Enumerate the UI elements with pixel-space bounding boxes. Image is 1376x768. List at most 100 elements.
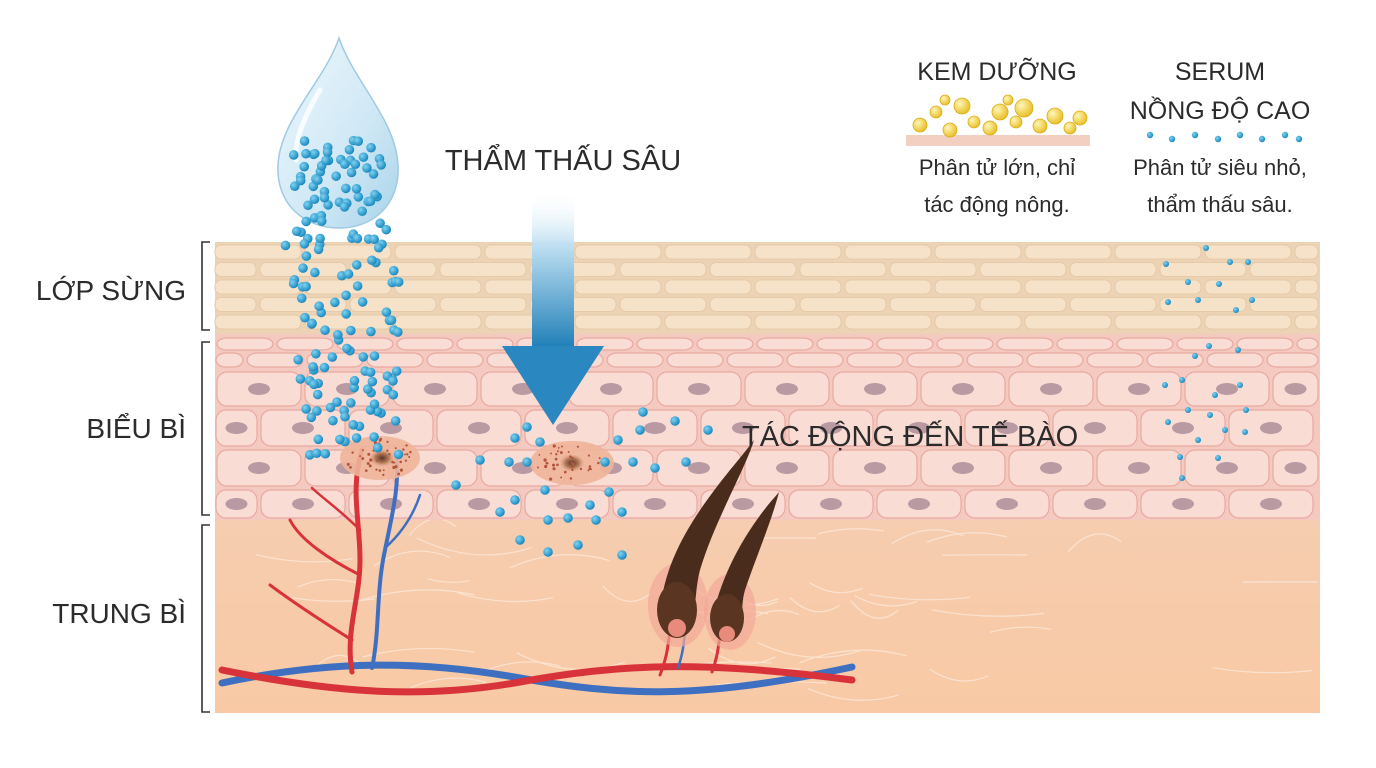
serum-particle xyxy=(317,216,327,226)
cream-legend-graphic xyxy=(906,95,1090,146)
serum-particle xyxy=(353,136,363,146)
serum-particle xyxy=(312,448,322,458)
serum-particle xyxy=(522,457,532,467)
cell-speckle xyxy=(577,446,579,448)
cell-nucleus xyxy=(1128,383,1150,395)
serum-particle xyxy=(366,327,376,337)
cell-nucleus xyxy=(226,422,248,434)
cell-nucleus xyxy=(556,422,578,434)
legend-serum-title-1: SERUM xyxy=(1175,58,1265,86)
serum-particle xyxy=(357,206,367,216)
corneum-cell xyxy=(755,315,841,329)
hair-papilla-1 xyxy=(668,619,686,637)
cell-speckle xyxy=(409,451,411,453)
cell-speckle xyxy=(351,451,353,453)
serum-particle xyxy=(346,398,356,408)
epidermis-cell xyxy=(907,353,963,367)
cell-speckle xyxy=(361,457,364,460)
epidermis-cell xyxy=(937,338,993,350)
corneum-cell xyxy=(1070,298,1156,312)
serum-particle xyxy=(1195,297,1201,303)
serum-particle xyxy=(394,450,404,460)
cell-speckle xyxy=(376,460,378,462)
cell-nucleus xyxy=(1260,498,1282,510)
corneum-cell xyxy=(890,263,976,277)
stratum-corneum-cells xyxy=(215,245,1318,329)
corneum-cell xyxy=(665,245,751,259)
cell-speckle xyxy=(395,447,397,449)
epidermis-cell xyxy=(1267,353,1318,367)
serum-particle xyxy=(342,344,352,354)
corneum-cell xyxy=(1205,315,1291,329)
corneum-cell xyxy=(620,263,706,277)
cell-speckle xyxy=(349,466,352,469)
cell-speckle xyxy=(599,457,601,459)
corneum-cell xyxy=(935,245,1021,259)
cell-speckle xyxy=(538,454,540,456)
serum-particle xyxy=(1216,281,1222,287)
serum-particle xyxy=(1249,297,1255,303)
layer-brackets xyxy=(202,242,210,712)
label-stratum-corneum: LỚP SỪNG xyxy=(36,275,186,306)
serum-particle xyxy=(300,136,310,146)
cell-nucleus xyxy=(644,498,666,510)
serum-particle xyxy=(313,175,323,185)
cell-speckle xyxy=(367,453,370,456)
corneum-cell xyxy=(1025,280,1111,294)
bracket-epidermis xyxy=(202,342,210,515)
cell-speckle xyxy=(544,465,547,468)
serum-particle xyxy=(310,149,320,159)
cell-speckle xyxy=(375,468,377,470)
serum-particle xyxy=(309,380,319,390)
serum-particle xyxy=(392,366,402,376)
cell-speckle xyxy=(393,462,395,464)
serum-particle xyxy=(475,455,485,465)
cell-speckle xyxy=(397,473,400,476)
serum-particle xyxy=(310,194,320,204)
epidermis-cell xyxy=(277,338,333,350)
cell-nucleus xyxy=(688,383,710,395)
serum-particle xyxy=(1243,407,1249,413)
serum-particle xyxy=(387,315,397,325)
corneum-cell xyxy=(395,245,481,259)
cream-particle xyxy=(1003,95,1013,105)
serum-particle xyxy=(1233,307,1239,313)
cell-nucleus xyxy=(1128,462,1150,474)
corneum-cell xyxy=(215,280,301,294)
serum-particle xyxy=(1177,454,1183,460)
serum-particle xyxy=(638,407,648,417)
cell-speckle xyxy=(365,469,368,472)
serum-particle xyxy=(1192,132,1198,138)
serum-particle xyxy=(333,330,343,340)
serum-particle xyxy=(358,297,368,307)
callout-cell-impact: TÁC ĐỘNG ĐẾN TẾ BÀO xyxy=(742,419,1078,453)
corneum-cell xyxy=(845,245,931,259)
serum-particle xyxy=(341,184,351,194)
serum-particle xyxy=(320,193,330,203)
cream-particle xyxy=(943,123,957,137)
corneum-cell xyxy=(1295,280,1318,294)
cell-nucleus xyxy=(556,498,578,510)
serum-particle xyxy=(314,435,324,445)
corneum-cell xyxy=(980,263,1066,277)
cell-speckle xyxy=(392,466,395,469)
serum-particle xyxy=(1235,347,1241,353)
serum-particle xyxy=(563,513,573,523)
serum-particle xyxy=(314,301,324,311)
epidermis-cell xyxy=(216,353,243,367)
serum-particle xyxy=(340,159,350,169)
serum-particle xyxy=(600,457,610,467)
serum-particle xyxy=(313,390,323,400)
cell-nucleus xyxy=(864,462,886,474)
cell-speckle xyxy=(571,466,573,468)
serum-particle xyxy=(1195,437,1201,443)
cell-nucleus xyxy=(468,422,490,434)
cell-speckle xyxy=(560,477,562,479)
epidermis-cell xyxy=(1117,338,1173,350)
serum-particle xyxy=(1222,427,1228,433)
serum-particle xyxy=(1169,136,1175,142)
serum-particle xyxy=(1192,353,1198,359)
serum-particle xyxy=(591,515,601,525)
corneum-cell xyxy=(1205,245,1291,259)
